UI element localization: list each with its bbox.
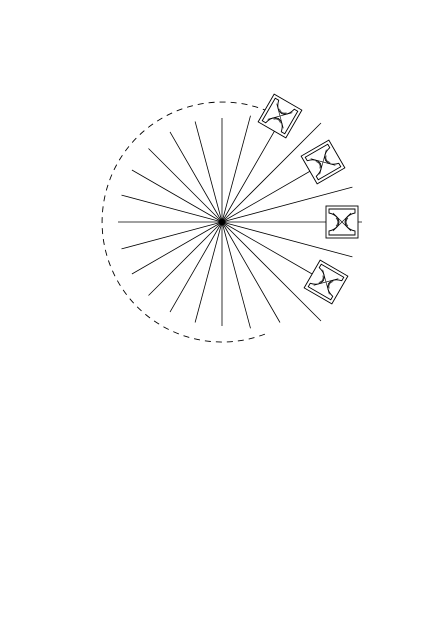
ray-15: [221, 186, 353, 223]
ray-75: [221, 115, 251, 223]
dashed-boundary-arc: [101, 101, 279, 343]
specimen-3: [325, 205, 359, 239]
specimen-1: [257, 93, 303, 139]
ray-300: [221, 221, 281, 323]
ray-315: [221, 221, 322, 322]
ray-105: [194, 121, 223, 223]
specimen-4: [303, 259, 349, 305]
specimen-2: [300, 139, 346, 185]
ray-120: [169, 131, 223, 223]
specimens: [257, 93, 359, 305]
specimen-diagonal-2: [332, 212, 352, 232]
ray-150: [131, 169, 223, 223]
specimen-inner-marks: [315, 155, 331, 169]
ray-60: [221, 121, 281, 223]
center-point: [219, 219, 225, 225]
ray-225: [148, 221, 223, 296]
ray-165: [121, 194, 223, 223]
specimen-inner-marks: [318, 275, 334, 289]
ray-135: [148, 148, 223, 223]
ray-45: [221, 122, 322, 223]
ray-240: [169, 221, 223, 313]
specimen-diagonal-2: [313, 278, 339, 286]
ray-345: [221, 221, 353, 258]
specimen-inner-marks: [273, 108, 287, 124]
specimen-diagonal-2: [276, 103, 284, 129]
specimen-diagonal-2: [319, 149, 327, 175]
ray-210: [131, 221, 223, 275]
ray-255: [194, 221, 223, 323]
ray-285: [221, 221, 251, 329]
ray-195: [121, 221, 223, 250]
specimen-inner-marks: [335, 217, 349, 227]
